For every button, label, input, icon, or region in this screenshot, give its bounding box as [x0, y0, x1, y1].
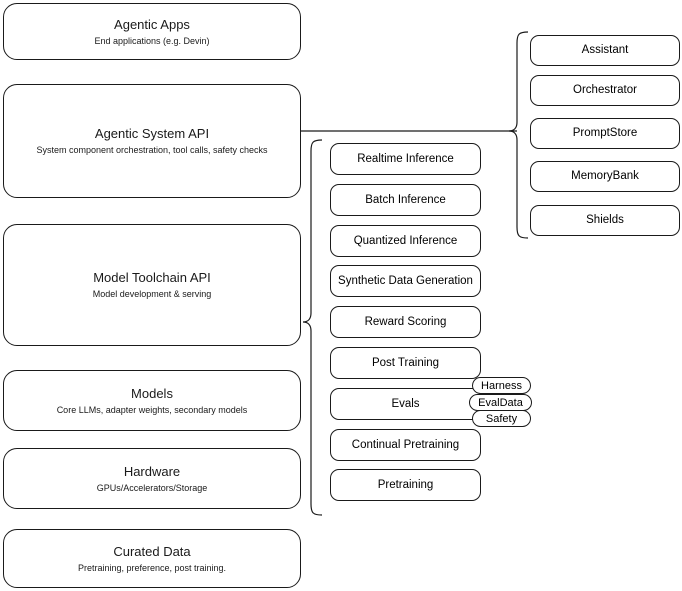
toolchain-item-realtime-inference[interactable]: Realtime Inference — [330, 143, 481, 175]
layer-subtitle: End applications (e.g. Devin) — [94, 35, 210, 46]
evals-badge-label: Safety — [485, 412, 518, 425]
toolchain-item-evals[interactable]: Evals — [330, 388, 481, 420]
layer-title: Agentic Apps — [114, 16, 190, 32]
toolchain-item-label: Pretraining — [377, 478, 434, 491]
toolchain-item-synthetic-data-generation[interactable]: Synthetic Data Generation — [330, 265, 481, 297]
evals-badge-safety[interactable]: Safety — [472, 410, 531, 427]
layer-subtitle: Core LLMs, adapter weights, secondary mo… — [56, 404, 248, 415]
system-item-label: Orchestrator — [573, 84, 637, 96]
layer-title: Hardware — [123, 463, 181, 479]
toolchain-item-label: Post Training — [371, 356, 440, 369]
layer-title: Curated Data — [113, 543, 191, 559]
toolchain-item-label: Batch Inference — [365, 193, 446, 206]
toolchain-item-label: Quantized Inference — [353, 234, 458, 247]
toolchain-item-label: Evals — [391, 397, 420, 410]
layer-subtitle: Pretraining, preference, post training. — [77, 562, 227, 573]
system-item-label: PromptStore — [572, 127, 638, 139]
toolchain-item-continual-pretraining[interactable]: Continual Pretraining — [330, 429, 481, 461]
layer-subtitle: System component orchestration, tool cal… — [36, 145, 268, 155]
system-item-promptstore[interactable]: PromptStore — [530, 118, 680, 149]
evals-badge-label: Harness — [481, 379, 522, 392]
toolchain-item-quantized-inference[interactable]: Quantized Inference — [330, 225, 481, 257]
layer-model-toolchain-api[interactable]: Model Toolchain API Model development & s… — [3, 224, 301, 346]
toolchain-item-label: Realtime Inference — [357, 152, 454, 165]
system-item-memorybank[interactable]: MemoryBank — [530, 161, 680, 192]
evals-badge-label: EvalData — [478, 396, 523, 409]
system-item-shields[interactable]: Shields — [530, 205, 680, 236]
layer-subtitle: GPUs/Accelerators/Storage — [96, 482, 208, 493]
layer-subtitle: Model development & serving — [92, 289, 212, 299]
toolchain-item-batch-inference[interactable]: Batch Inference — [330, 184, 481, 216]
system-item-orchestrator[interactable]: Orchestrator — [530, 75, 680, 106]
toolchain-item-pretraining[interactable]: Pretraining — [330, 469, 481, 501]
layer-title: Model Toolchain API — [93, 270, 211, 285]
system-components-brace — [508, 31, 529, 239]
system-item-label: MemoryBank — [571, 170, 639, 182]
toolchain-item-reward-scoring[interactable]: Reward Scoring — [330, 306, 481, 338]
toolchain-components-brace — [302, 139, 323, 516]
system-item-label: Assistant — [581, 44, 629, 56]
system-item-label: Shields — [586, 214, 624, 226]
toolchain-item-label: Synthetic Data Generation — [338, 274, 473, 287]
toolchain-item-label: Continual Pretraining — [351, 438, 460, 451]
evals-badge-harness[interactable]: Harness — [472, 377, 531, 394]
layer-title: Agentic System API — [94, 126, 210, 141]
toolchain-item-label: Reward Scoring — [364, 315, 447, 328]
system-item-assistant[interactable]: Assistant — [530, 35, 680, 66]
layer-title: Models — [131, 385, 173, 401]
layer-agentic-system-api[interactable]: Agentic System API System component orche… — [3, 84, 301, 198]
evals-badge-evaldata[interactable]: EvalData — [469, 394, 532, 411]
toolchain-item-post-training[interactable]: Post Training — [330, 347, 481, 379]
